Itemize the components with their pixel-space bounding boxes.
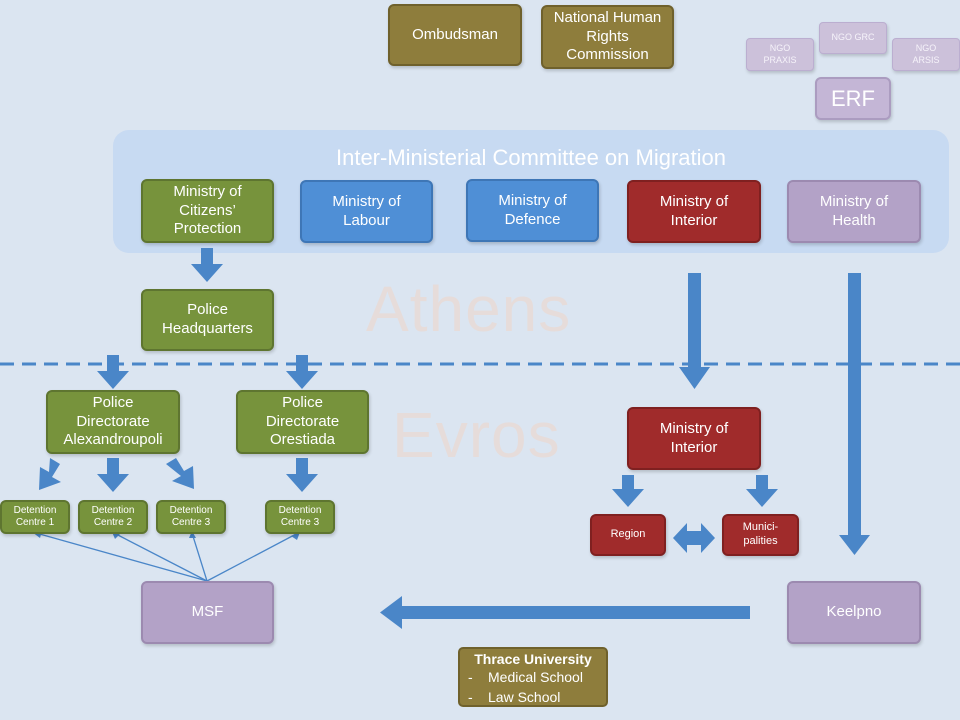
police-directorate-orestiada-box: Police Directorate Orestiada	[236, 390, 369, 454]
arrow-interior-down	[679, 273, 710, 389]
arrow-region-municipalities	[673, 523, 715, 553]
arrow-interior-to-region	[612, 475, 644, 507]
ministry-citizens-protection-box: Ministry of Citizens’ Protection	[141, 179, 274, 243]
erf-box: ERF	[815, 77, 891, 120]
arrow-orest-to-dc	[286, 458, 318, 492]
arrow-alex-to-dc1	[39, 458, 61, 490]
msf-links	[35, 532, 299, 582]
ngo-praxis-box: NGO PRAXIS	[746, 38, 814, 71]
municipalities-box: Munici- palities	[722, 514, 799, 556]
thrace-item-law-label: Law School	[488, 689, 561, 706]
ngo-arsis-box: NGO ARSIS	[892, 38, 960, 71]
thrace-item-medical: -Medical School	[468, 669, 583, 685]
thrace-item-medical-label: Medical School	[488, 669, 583, 685]
arrow-hq-to-alex	[97, 355, 129, 389]
evros-watermark: Evros	[392, 399, 561, 471]
region-box: Region	[590, 514, 666, 556]
detention-centre-3-orestiada-box: Detention Centre 3	[265, 500, 335, 534]
nhrc-box: National Human Rights Commission	[541, 5, 674, 69]
ministry-health-box: Ministry of Health	[787, 180, 921, 243]
thrace-item-law: -Law School	[468, 689, 561, 706]
ministry-defence-box: Ministry of Defence	[466, 179, 599, 242]
ngo-grc-box: NGO GRC	[819, 22, 887, 54]
thrace-university-title: Thrace University	[474, 651, 592, 667]
arrow-keelpno-to-msf	[380, 596, 750, 629]
detention-centre-3-box: Detention Centre 3	[156, 500, 226, 534]
arrow-interior-to-municipalities	[746, 475, 778, 507]
msf-box: MSF	[141, 581, 274, 644]
arrow-health-to-keelpno	[839, 273, 870, 555]
arrow-alex-to-dc3	[166, 458, 194, 489]
detention-centre-1-box: Detention Centre 1	[0, 500, 70, 534]
ministry-labour-box: Ministry of Labour	[300, 180, 433, 243]
ombudsman-box: Ombudsman	[388, 4, 522, 66]
arrow-alex-to-dc2	[97, 458, 129, 492]
arrow-hq-to-orest	[286, 355, 318, 389]
police-directorate-alexandroupoli-box: Police Directorate Alexandroupoli	[46, 390, 180, 454]
thrace-university-box: Thrace University -Medical School -Law S…	[458, 647, 608, 707]
arrow-ministry-to-hq	[191, 248, 223, 282]
committee-title: Inter-Ministerial Committee on Migration	[335, 145, 727, 170]
ministry-interior-box: Ministry of Interior	[627, 180, 761, 243]
athens-watermark: Athens	[366, 273, 572, 345]
detention-centre-2-box: Detention Centre 2	[78, 500, 148, 534]
ministry-interior-evros-box: Ministry of Interior	[627, 407, 761, 470]
police-hq-box: Police Headquarters	[141, 289, 274, 351]
keelpno-box: Keelpno	[787, 581, 921, 644]
